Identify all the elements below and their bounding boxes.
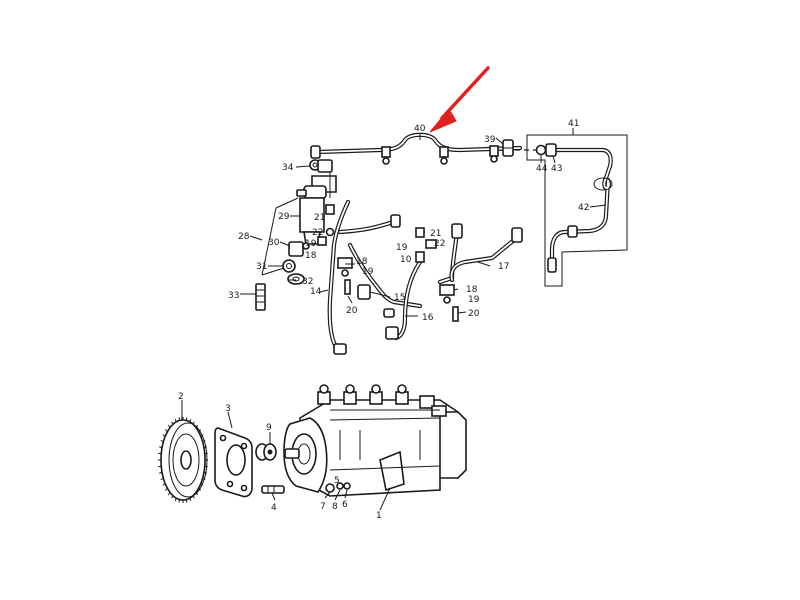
callout-9: 9: [266, 423, 272, 433]
callout-15: 15: [394, 293, 405, 303]
callout-8: 8: [332, 502, 338, 512]
callout-41: 41: [568, 119, 579, 129]
callout-20a: 20: [346, 306, 358, 316]
callout-31: 31: [256, 262, 267, 272]
callout-32: 32: [302, 277, 313, 287]
hub-9-and-stud-4: [255, 443, 285, 494]
bracket-41-outline: [526, 128, 628, 287]
timing-gear-2: [158, 417, 208, 503]
callout-21a: 21: [314, 213, 325, 223]
callout-1: 1: [376, 511, 382, 521]
callout-19b: 19: [362, 267, 374, 277]
callout-18c: 18: [466, 285, 478, 295]
callout-39: 39: [484, 135, 496, 145]
callout-14: 14: [310, 287, 322, 297]
callout-5: 5: [334, 476, 340, 486]
red-pointer-arrow: [429, 66, 490, 133]
callout-43: 43: [551, 164, 562, 174]
leader-lines: [181, 134, 607, 511]
callout-18a: 18: [305, 251, 317, 261]
callout-40: 40: [414, 124, 426, 134]
callout-22a: 22: [312, 228, 323, 238]
injector-assembly: [255, 159, 337, 311]
callout-42: 42: [578, 203, 589, 213]
callout-19d: 19: [468, 295, 480, 305]
callout-30: 30: [268, 238, 280, 248]
callout-2: 2: [178, 392, 184, 402]
callout-28: 28: [238, 232, 250, 242]
injection-pump-1: [283, 384, 467, 497]
callout-17: 17: [498, 262, 509, 272]
gasket-3: [214, 427, 253, 498]
callout-3: 3: [225, 404, 231, 414]
callout-numbers: 40 39 41 44 43 42 34 29 21 22 28 30 19 1…: [178, 119, 589, 521]
callout-34: 34: [282, 163, 294, 173]
callout-29: 29: [278, 212, 290, 222]
callout-21b: 21: [430, 229, 441, 239]
callout-20b: 20: [468, 309, 480, 319]
callout-18b: 18: [356, 257, 368, 267]
injector-pipe-40: [310, 132, 523, 165]
callout-19a: 19: [305, 239, 317, 249]
callout-22b: 22: [434, 239, 445, 249]
injector-pipes-lower: [327, 199, 523, 355]
callout-4: 4: [271, 503, 277, 513]
callout-10: 10: [400, 255, 412, 265]
callout-33: 33: [228, 291, 239, 301]
callout-7: 7: [320, 502, 326, 512]
callout-44: 44: [536, 164, 548, 174]
callout-19c: 19: [396, 243, 408, 253]
leak-off-pipe-42: [535, 143, 613, 273]
callout-16: 16: [422, 313, 434, 323]
callout-6: 6: [342, 500, 348, 510]
